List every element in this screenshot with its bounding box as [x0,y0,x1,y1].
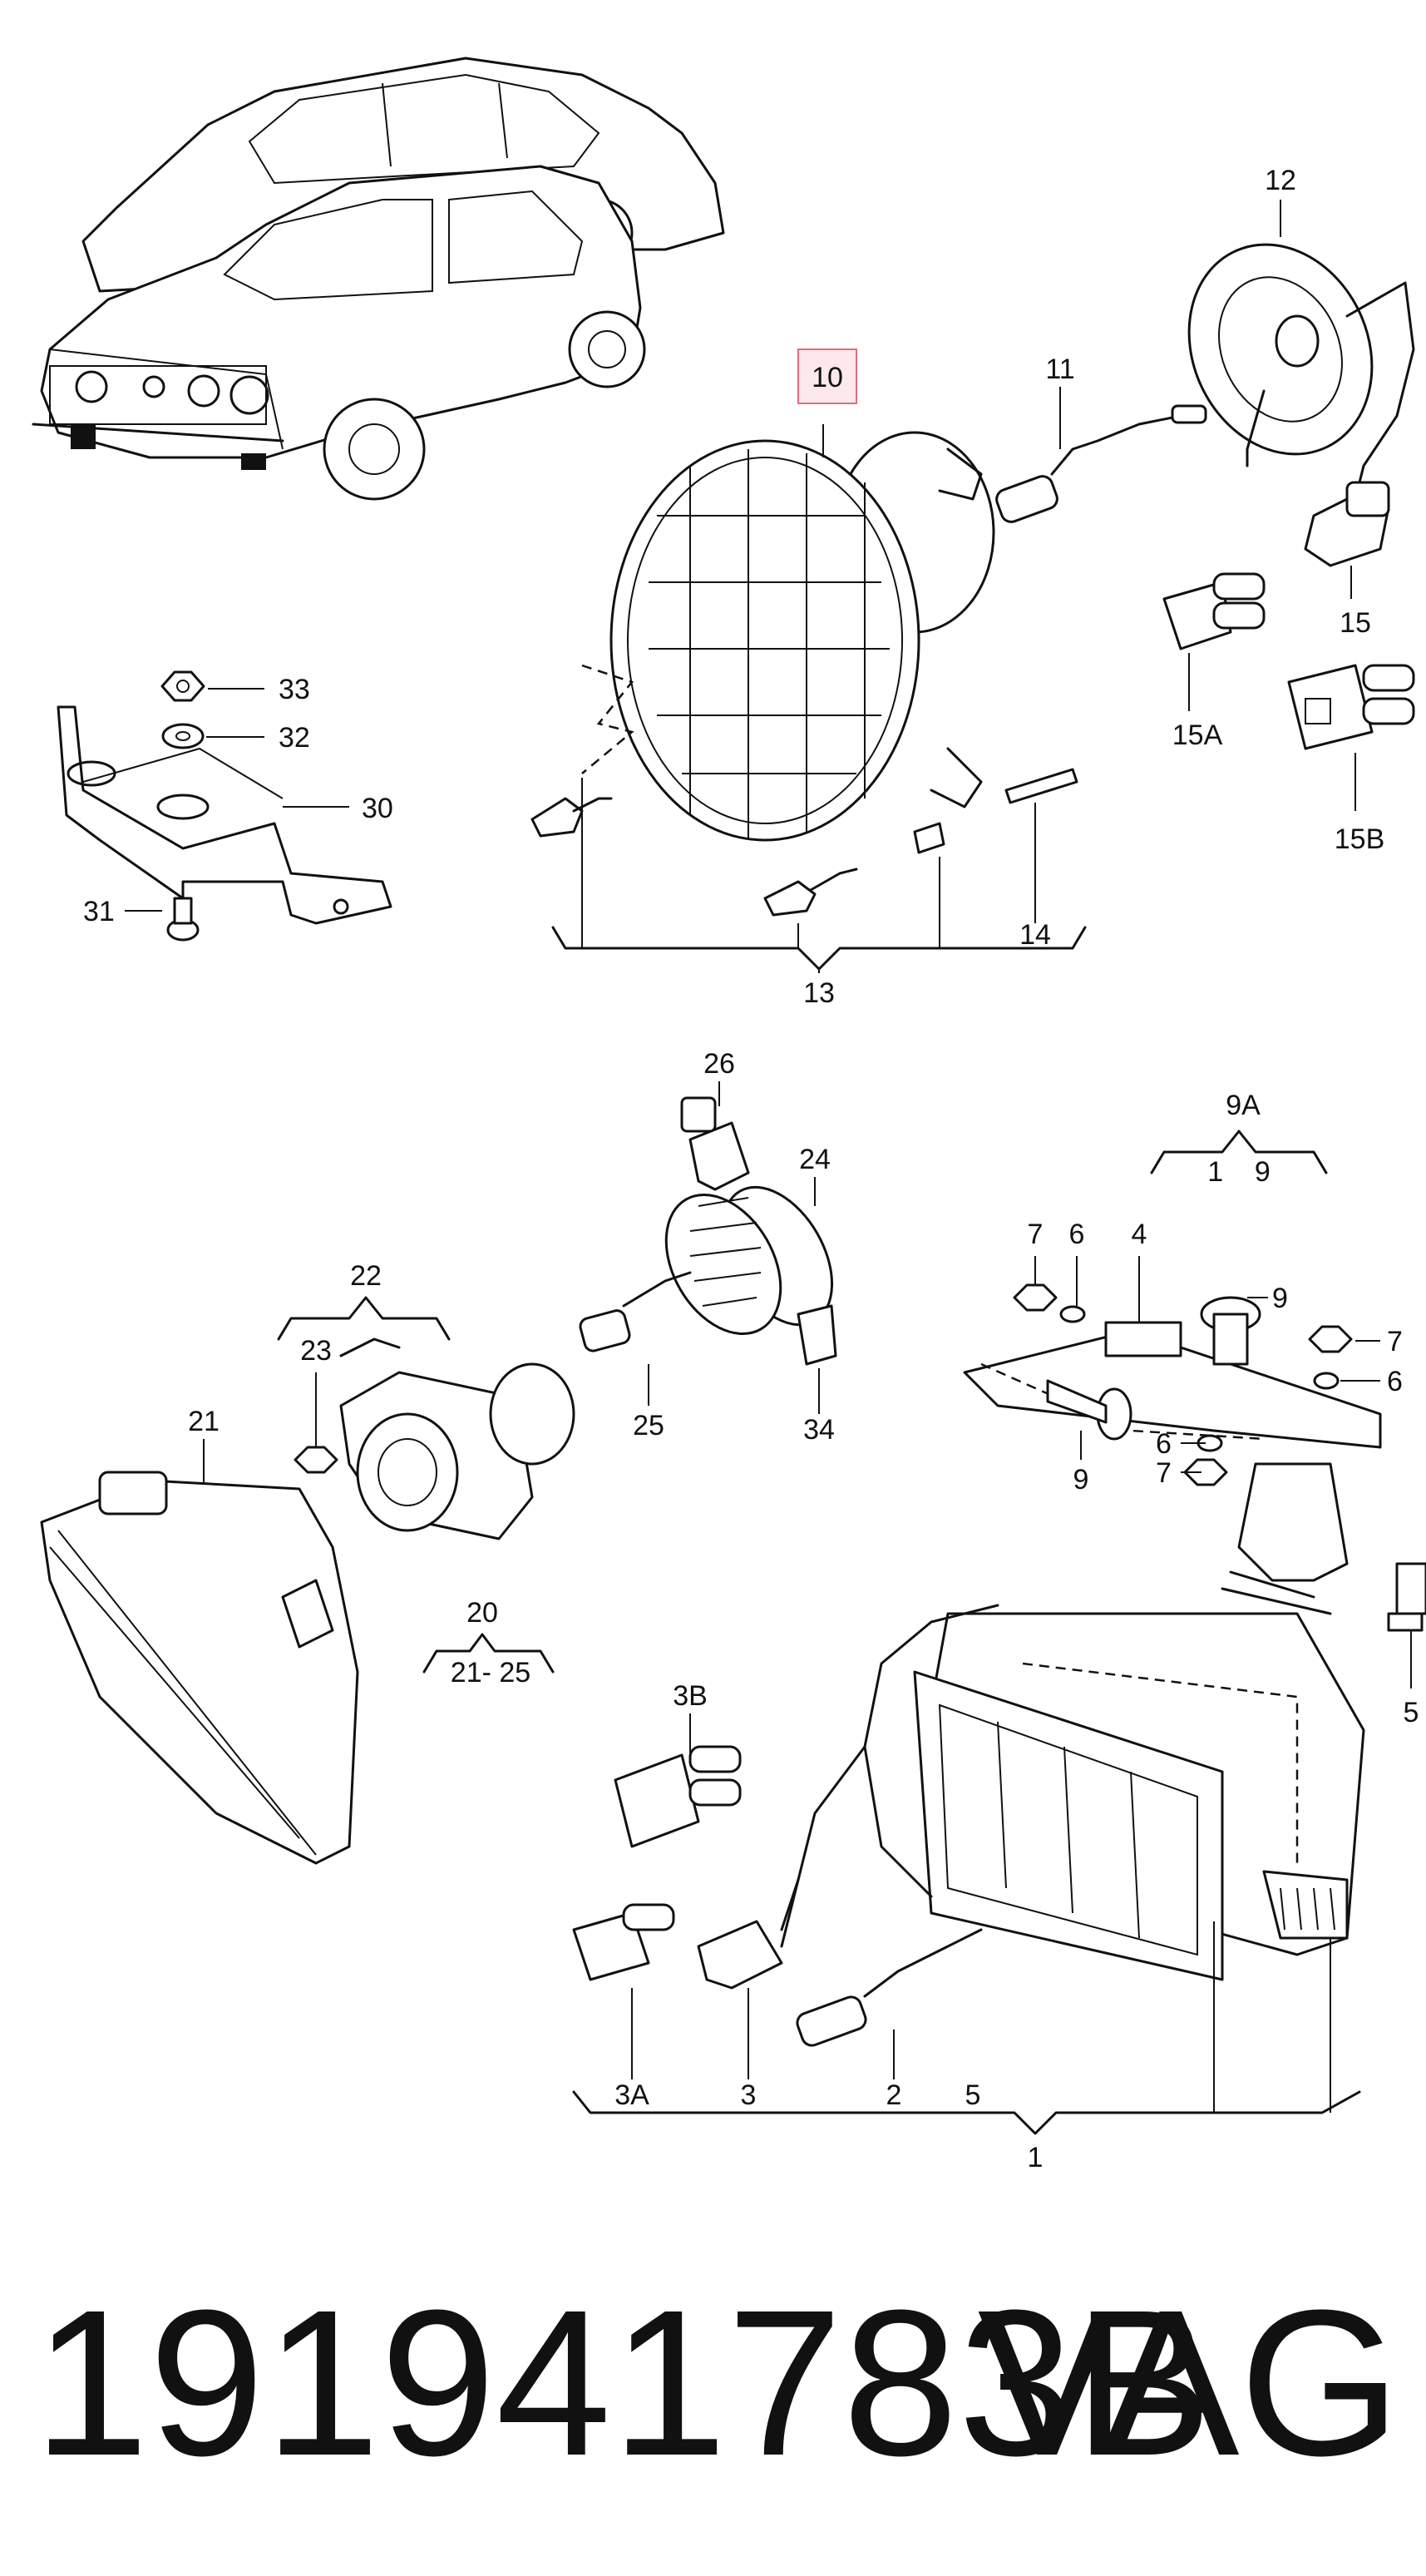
callout-9a-range: 1 9 [1207,1156,1271,1188]
nut-7-top-left [1013,1283,1058,1312]
bolt-9-bottom [1046,1379,1132,1441]
screw-23 [294,1446,338,1474]
callout-2: 2 [886,2079,902,2111]
cover-cap-12 [1187,243,1415,534]
callout-25: 25 [633,1410,664,1441]
round-headlamp-10 [609,431,995,842]
connector-3a [572,1903,675,1981]
bolt-9-top [1200,1296,1261,1366]
connector-15a [1162,572,1266,650]
callout-3a: 3A [614,2079,649,2111]
callout-26: 26 [703,1048,735,1080]
callout-7-bottom: 7 [1156,1457,1172,1489]
car-illustration [32,57,725,501]
washers-6 [1059,1305,1340,1452]
nut-7-right [1308,1325,1353,1353]
callout-4: 4 [1132,1219,1147,1250]
callout-6-bottom: 6 [1156,1428,1172,1460]
callout-20-range: 21- 25 [451,1657,530,1688]
dash-guide-13 [581,664,634,774]
connector-15 [1304,481,1390,567]
callout-6-right: 6 [1387,1366,1403,1397]
callout-13: 13 [803,977,835,1009]
callout-15: 15 [1340,607,1371,639]
brand-label: VAG [977,2267,1401,2499]
clip-34 [797,1304,837,1366]
leader-lines [125,200,1412,2135]
clip-14 [913,768,1078,854]
connector-3 [697,1878,800,1990]
callout-3b: 3B [673,1680,708,1712]
callout-24: 24 [799,1144,831,1175]
callout-9-bottom: 9 [1073,1464,1089,1496]
callout-6-top: 6 [1069,1219,1085,1250]
highlight-callout-10 [797,349,857,404]
callout-12: 12 [1265,165,1296,196]
lamp-housing-24 [664,1185,834,1336]
callout-32: 32 [279,722,310,754]
bolt-5 [1387,1562,1426,1632]
nut-33 [160,670,205,702]
callout-30: 30 [362,793,393,824]
fog-lamp-assembly-1 [780,1462,1365,1981]
connector-26 [680,1096,750,1191]
bulb-11 [995,404,1207,523]
callout-11: 11 [1045,354,1074,385]
washer-32 [161,723,205,749]
callout-7-right: 7 [1387,1326,1403,1357]
bulb-2 [796,1928,983,2047]
callout-9-top: 9 [1272,1283,1288,1314]
callout-1: 1 [1028,2142,1044,2173]
callout-21: 21 [188,1406,220,1437]
connector-3b [614,1745,742,1848]
mounting-bracket-4 [963,1321,1382,1449]
callout-3: 3 [741,2079,757,2111]
callout-23: 23 [300,1335,332,1367]
bulb-25 [579,1271,692,1352]
fog-lamp-21 [40,1471,359,1865]
callout-5-right: 5 [1404,1697,1419,1728]
fog-lamp-22 [339,1337,575,1540]
adjust-screw-13b [763,868,858,917]
callout-10: 10 [812,362,843,393]
screw-31 [166,897,200,942]
callout-9a: 9A [1226,1090,1261,1121]
callout-5-bottom: 5 [965,2079,981,2111]
callout-22: 22 [350,1260,382,1292]
callout-7-top: 7 [1028,1219,1044,1250]
callout-33: 33 [279,674,310,705]
nut-7-bottom [1183,1458,1228,1486]
callout-14: 14 [1019,919,1051,951]
connector-15b [1287,664,1415,750]
part-number: 191941783B [33,2267,1213,2499]
callout-15b: 15B [1335,823,1385,855]
callout-20: 20 [466,1597,498,1629]
callout-34: 34 [803,1414,835,1446]
callout-31: 31 [83,896,115,927]
adjust-screw-13a [530,797,613,838]
bracket-30 [57,705,392,925]
callout-15a: 15A [1172,719,1223,751]
callout-labels: 10 11 12 15 15A 15B 33 32 30 31 13 14 26… [83,165,1419,2173]
